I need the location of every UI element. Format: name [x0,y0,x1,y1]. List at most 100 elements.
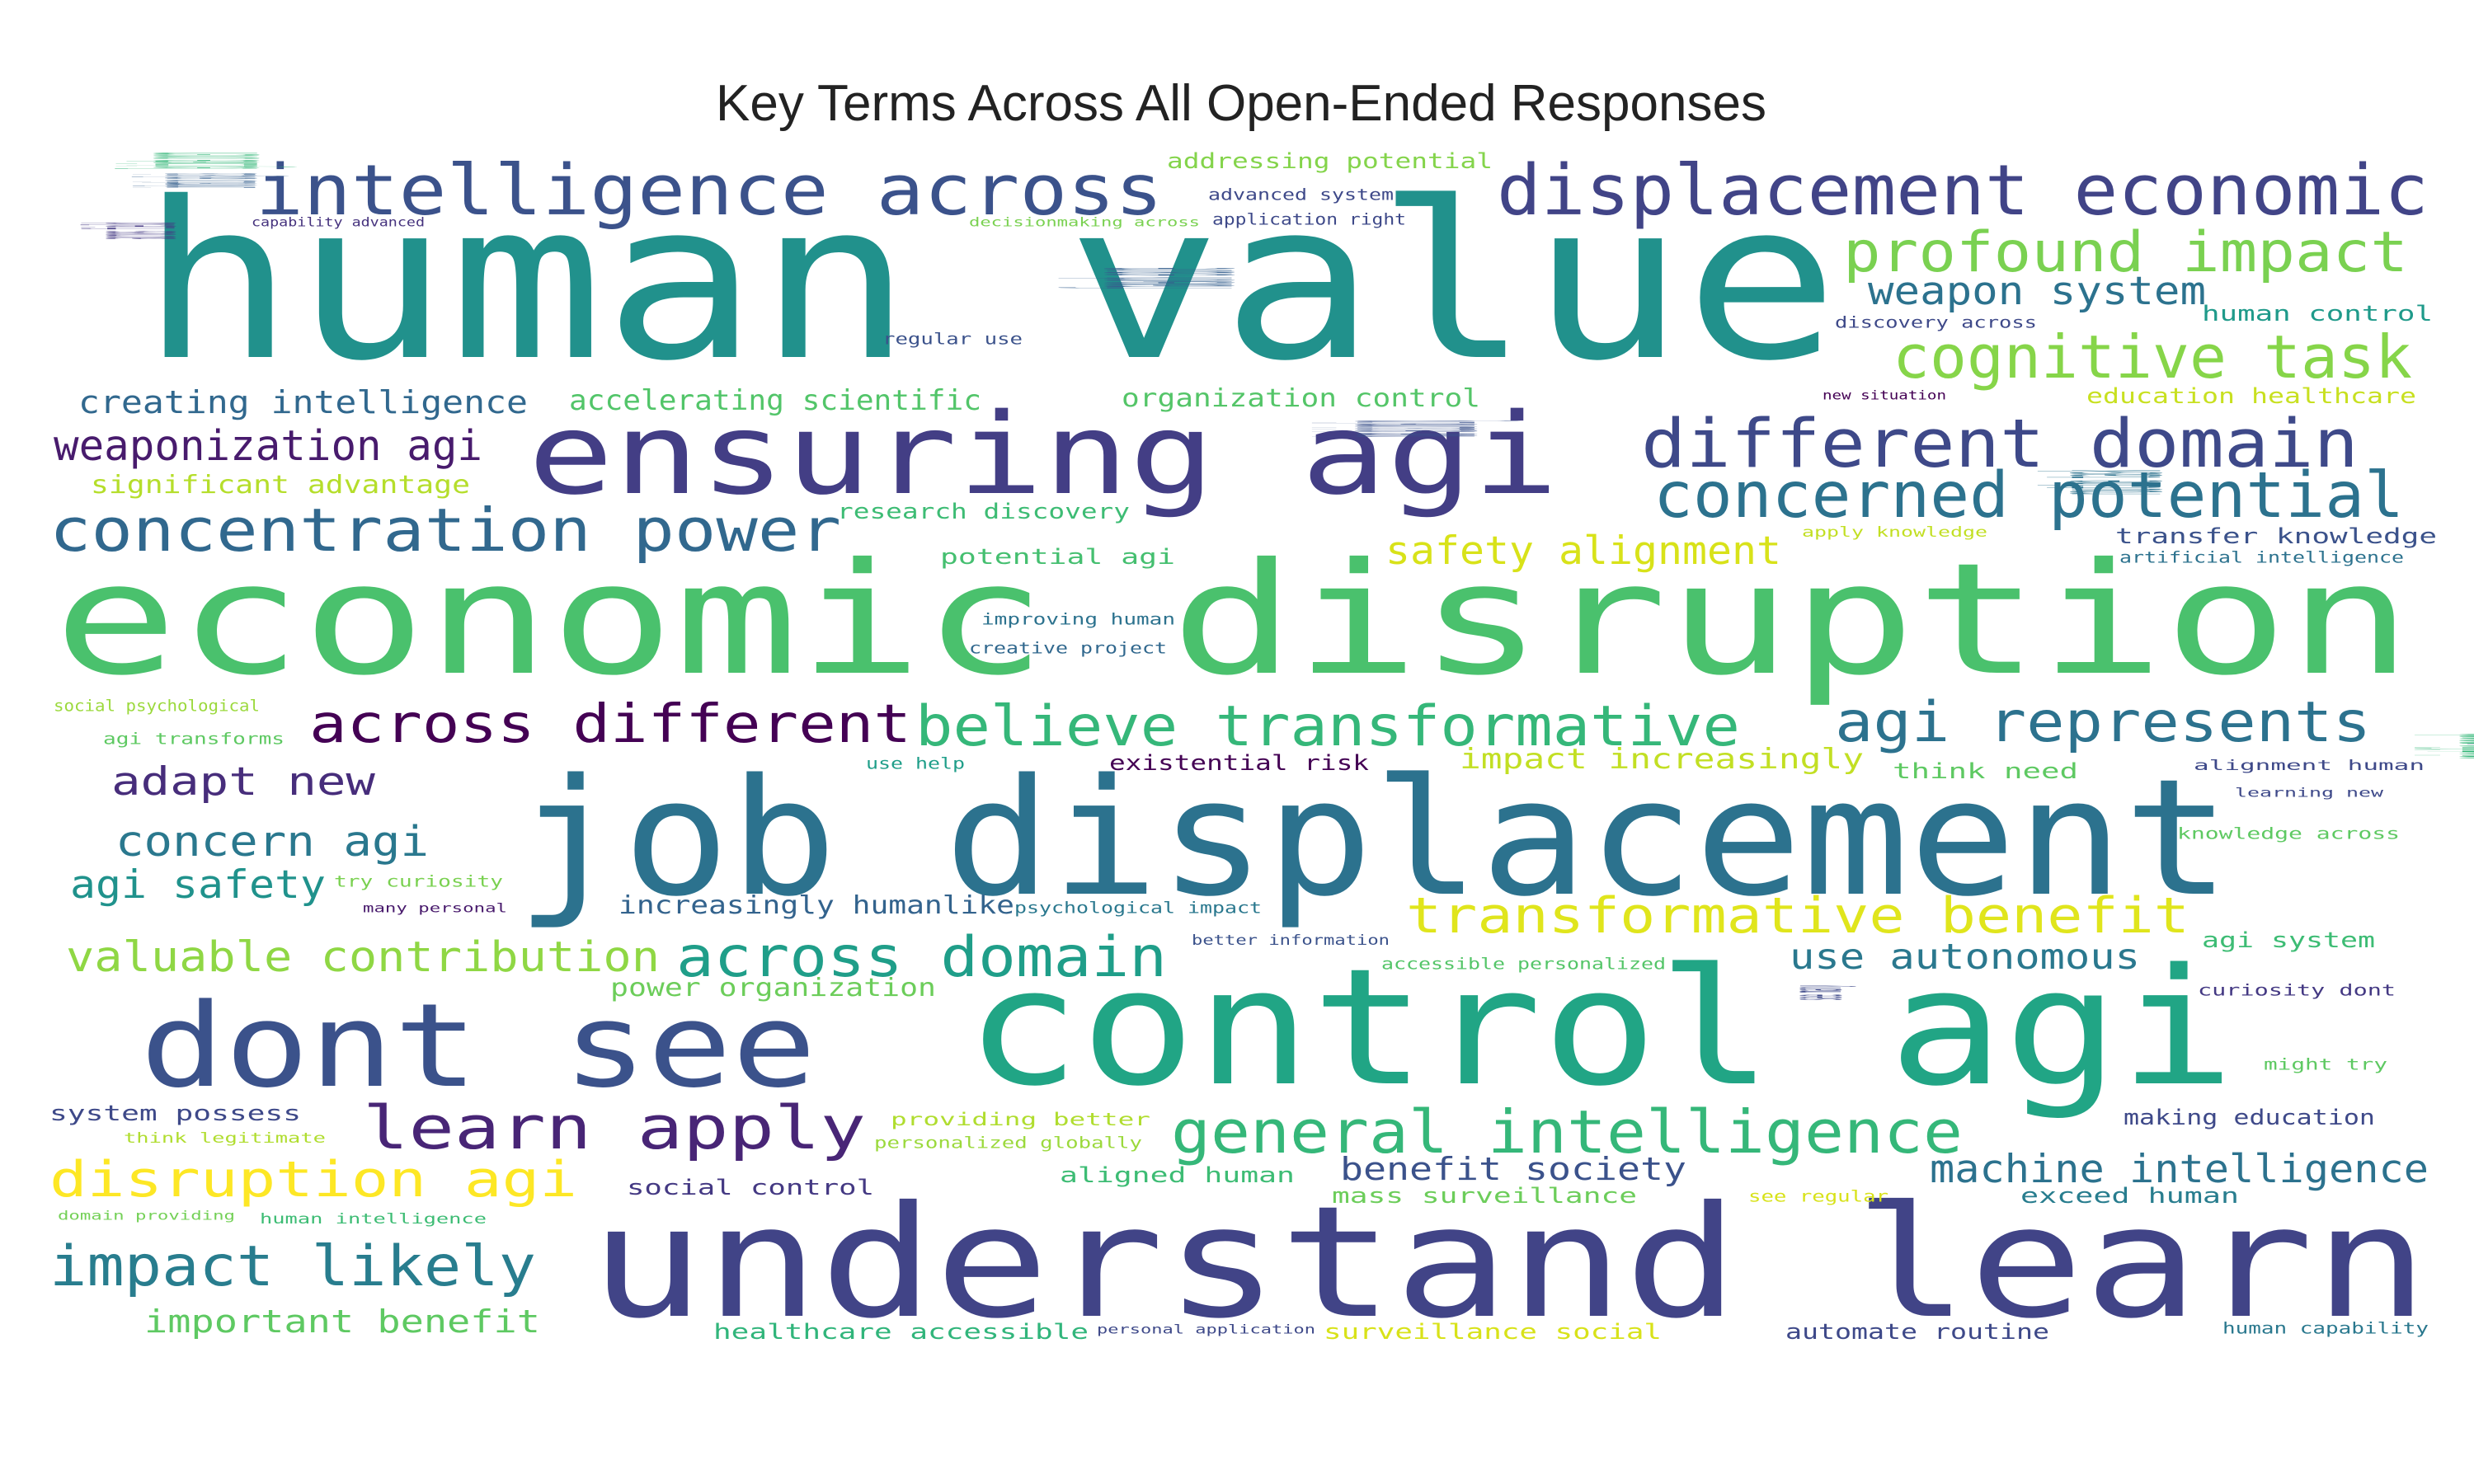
word-better-information: better information [1192,932,1390,949]
word-advanced-system: advanced system [1208,187,1394,204]
word-routine-task: routine task [2011,470,2199,495]
word-accessible-personalized: accessible personalized [1381,956,1666,974]
word-learn-apply: learn apply [363,1094,866,1163]
word-accelerating-scientific: accelerating scientific [569,384,981,417]
word-new-situation: new situation [1823,387,1946,402]
word-power-organization: power organization [610,974,936,1003]
word-application-right: application right [1212,212,1406,229]
word-valuable-contribution: valuable contribution [66,933,660,982]
word-impact-likely: impact likely [49,1234,536,1299]
word-personalized-globally: personalized globally [874,1135,1142,1153]
word-automate-routine: automate routine [1785,1320,2049,1345]
word-exceed-human: exceed human [2020,1184,2239,1209]
word-control-agi: control agi [965,935,2235,1122]
word-creative-project: creative project [969,641,1167,658]
word-information-analysis: information analysis [106,173,294,188]
word-concerned-potential: concerned potential [1653,459,2404,533]
word-curiosity-dont: curiosity dont [2198,983,2396,1000]
word-think-need: think need [1893,759,2078,784]
word-different-domain: different domain [1641,406,2359,483]
word-profound-impact: profound impact [1843,220,2408,285]
word-benefit-society: benefit society [1340,1151,1686,1188]
word-see-many: see many [1773,985,1859,1000]
word-healthcare-accessible: healthcare accessible [713,1320,1089,1345]
word-increasingly-humanlike: increasingly humanlike [618,891,1014,920]
word-social-psychological: social psychological [54,698,260,716]
word-general-intelligence: general intelligence [1171,1098,1963,1167]
word-research-discovery: research discovery [837,500,1130,524]
word-artificial-intelligence: artificial intelligence [2119,550,2404,567]
word-across-field: across field [62,223,205,239]
word-significant-advantage: significant advantage [91,471,470,500]
word-machine-intelligence: machine intelligence [1930,1148,2429,1192]
word-capability-advanced: capability advanced [252,214,425,229]
page-title: Key Terms Across All Open-Ended Response… [716,75,1766,132]
word-discovery-across: discovery across [1835,315,2037,332]
word-improving-human: improving human [981,612,1175,629]
word-human-capability: human capability [2222,1321,2429,1338]
word-cognitive-task: cognitive task [1893,323,2412,392]
word-psychological-impact: psychological impact [1014,900,1262,918]
word-dont-see: dont see [140,979,816,1114]
word-organization-control: organization control [1122,384,1480,413]
word-agi-transforms: agi transforms [103,731,285,749]
word-personal-application: personal application [1097,1322,1315,1336]
word-try-curiosity: try curiosity [334,874,503,891]
word-understand-learn: understand learn [590,1173,2429,1353]
word-education-healthcare: education healthcare [2086,384,2416,409]
word-weapon-system: weapon system [1868,270,2206,314]
word-job-displacement: job displacement [515,745,2231,932]
word-concern-agi: concern agi [115,818,429,866]
word-human-value: human value [140,156,1839,409]
word-autonomous-weapon: autonomous weapon [2393,705,2474,750]
word-use-autonomous: use autonomous [1790,937,2140,978]
word-knowledge-across: knowledge across [2177,826,2400,843]
word-apply-knowledge: apply knowledge [1802,524,1987,541]
word-economic-disruption: economic disruption [54,530,2412,710]
word-learning-new: learning new [2235,785,2384,800]
word-system-possess: system possess [49,1101,301,1126]
word-transfer-knowledge: transfer knowledge [2115,524,2437,549]
word-disruption-agi: disruption agi [49,1152,577,1209]
word-existential-risk: existential risk [1109,751,1369,776]
word-providing-better: providing better [891,1110,1150,1130]
word-human-intelligence: human intelligence [260,1211,487,1228]
word-mass-surveillance: mass surveillance [1332,1184,1637,1209]
word-transformative-benefit: transformative benefit [1406,888,2189,945]
word-making-education: making education [2124,1106,2375,1130]
word-surveillance-social: surveillance social [1324,1320,1662,1345]
word-human-decisionmaking: human decisionmaking [1277,420,1526,437]
word-many-personal: many personal [363,900,507,915]
word-creating-intelligence: creating intelligence [78,384,528,421]
word-addressing-potential: addressing potential [1167,149,1493,174]
word-use-help: use help [866,756,965,773]
word-weaponization-agi: weaponization agi [54,422,482,471]
word-agi-safety: agi safety [70,863,326,908]
word-intelligence-across: intelligence across [256,150,1163,232]
word-human-control: human control [2202,302,2433,326]
word-believe-transformative: believe transformative [915,694,1740,759]
word-alignment-human: alignment human [2194,758,2425,774]
word-aligned-human: aligned human [1060,1163,1295,1188]
word-social-control: social control [627,1176,874,1200]
word-decisionmaking-across: decisionmaking across [969,214,1200,229]
word-agi-represents: agi represents [1835,690,2371,755]
word-safety-alignment: safety alignment [1385,529,1781,574]
word-potential-agi: potential agi [940,545,1175,570]
word-displacement-economic: displacement economic [1497,150,2429,232]
word-see-regular: see regular [1748,1189,1888,1206]
word-agi-system: agi system [2202,928,2375,953]
word-ensuring-agi: ensuring agi [528,390,1559,520]
word-adapt-new: adapt new [111,760,376,805]
word-domain-providing: domain providing [58,1208,235,1223]
word-important-benefit: important benefit [144,1303,540,1341]
word-think-legitimate: think legitimate [124,1130,326,1147]
word-regular-use: regular use [882,331,1023,349]
word-concentration-power: concentration power [49,496,841,566]
word-might-try: might try [2264,1057,2387,1074]
word-impact-increasingly: impact increasingly [1460,743,1864,776]
word-scientific-research: scientific research [2378,734,2474,758]
word-across-domain: across domain [676,925,1167,990]
word-across-different: across different [309,694,911,755]
